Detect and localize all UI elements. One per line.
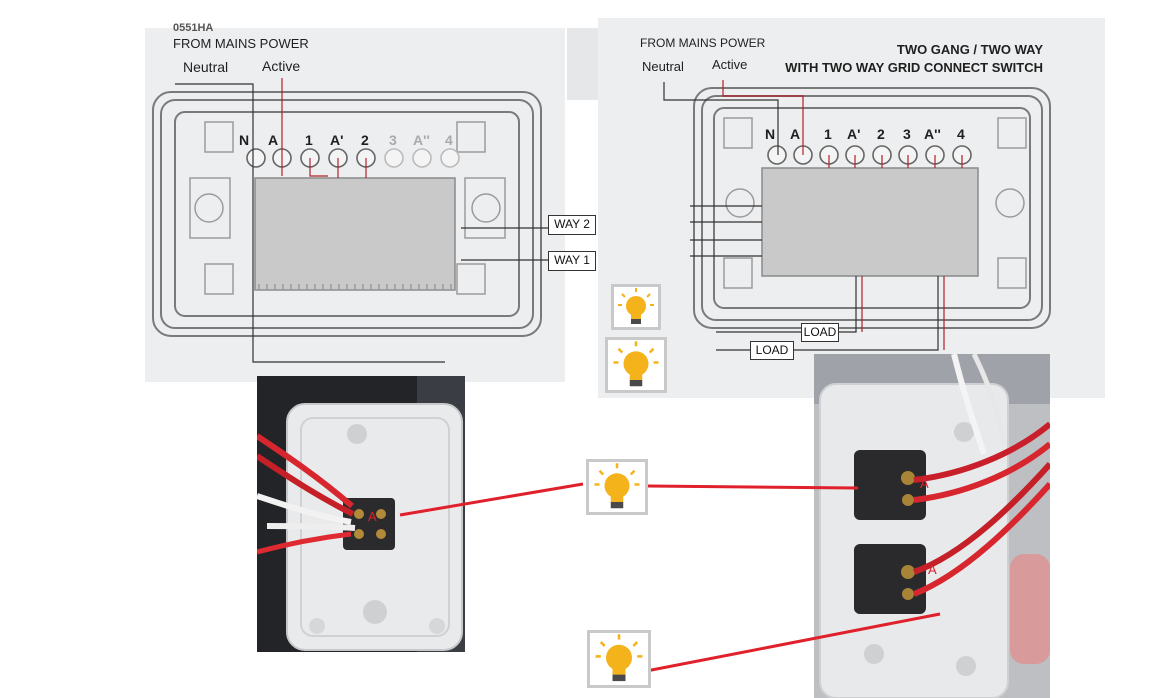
- right-switch-photo-illustration: [814, 354, 1050, 698]
- right-terminal-a: A: [790, 126, 801, 142]
- left-terminal-a-double: A'': [413, 132, 430, 148]
- left-terminal-2: 2: [361, 132, 369, 148]
- right-switch-plate-drawing: [663, 80, 1051, 351]
- right-terminal-n: N: [765, 126, 776, 142]
- load-label-2: LOAD: [750, 341, 794, 360]
- way2-label: WAY 2: [548, 215, 596, 235]
- left-header-partial: 0551HA: [173, 22, 214, 34]
- right-source-label: FROM MAINS POWER: [640, 36, 766, 50]
- right-photo-marker-bottom: A: [928, 562, 937, 577]
- left-switch-plate-drawing: [152, 78, 549, 363]
- left-terminal-1: 1: [305, 132, 313, 148]
- left-neutral-label: Neutral: [183, 59, 229, 75]
- right-terminal-3: 3: [903, 126, 911, 142]
- light-bulb-icon: [587, 630, 651, 688]
- left-wiring-diagram: 0551HA FROM MAINS POWER Neutral Active N…: [145, 22, 565, 382]
- light-bulb-icon: [611, 284, 661, 330]
- left-terminal-a-prime: A': [330, 132, 344, 148]
- right-terminal-a-double: A'': [924, 126, 941, 142]
- left-terminal-n: N: [239, 132, 250, 148]
- right-wiring-diagram: FROM MAINS POWER Neutral Active TWO GANG…: [598, 18, 1105, 398]
- light-bulb-icon: [605, 337, 667, 393]
- light-bulb-icon: [586, 459, 648, 515]
- light-bulb-icon: [613, 341, 659, 387]
- right-terminal-a-prime: A': [847, 126, 861, 142]
- right-title-line2: WITH TWO WAY GRID CONNECT SWITCH: [785, 60, 1043, 75]
- left-switch-photo: A: [257, 376, 465, 652]
- left-terminal-4: 4: [445, 132, 453, 148]
- load-label-1: LOAD: [801, 323, 839, 342]
- left-terminal-a: A: [268, 132, 279, 148]
- left-active-label: Active: [262, 58, 301, 74]
- light-bulb-icon: [594, 463, 640, 509]
- light-bulb-icon: [595, 634, 643, 682]
- right-terminal-4: 4: [957, 126, 965, 142]
- left-photo-marker: A: [368, 509, 377, 524]
- right-terminal-2: 2: [877, 126, 885, 142]
- right-active-label: Active: [712, 57, 748, 72]
- right-switch-photo: A A: [814, 354, 1050, 698]
- light-bulb-icon: [618, 288, 654, 324]
- right-title-line1: TWO GANG / TWO WAY: [896, 42, 1043, 57]
- left-terminal-3: 3: [389, 132, 397, 148]
- left-source-label: FROM MAINS POWER: [173, 36, 309, 51]
- right-neutral-label: Neutral: [642, 59, 684, 74]
- right-photo-marker-top: A: [920, 476, 929, 491]
- way1-label: WAY 1: [548, 251, 596, 271]
- left-switch-photo-illustration: [257, 376, 465, 652]
- right-terminal-1: 1: [824, 126, 832, 142]
